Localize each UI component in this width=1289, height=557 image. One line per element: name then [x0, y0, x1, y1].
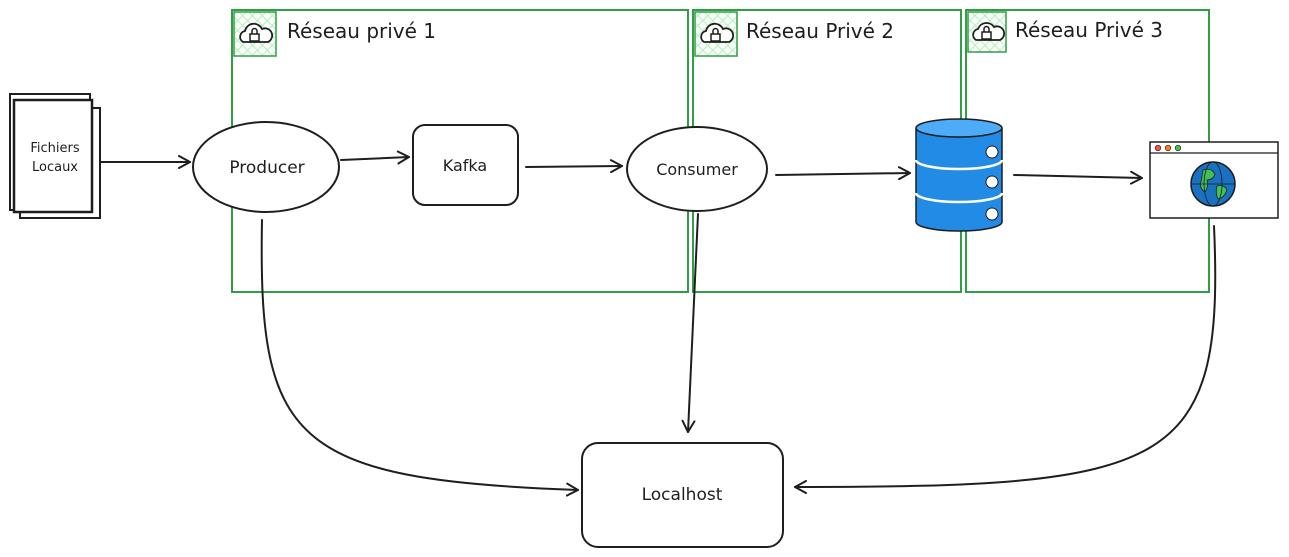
arrow-producer-to-kafka: [340, 150, 410, 165]
local-files-node: Fichiers Locaux: [9, 93, 101, 219]
arrow-consumer-to-localhost: [681, 213, 699, 433]
web-browser-globe-icon: [1149, 141, 1279, 219]
network-1-label: Réseau privé 1: [287, 19, 436, 43]
arrow-producer-to-localhost: [260, 219, 579, 497]
consumer-node: Consumer: [626, 126, 768, 212]
localhost-label: Localhost: [642, 485, 723, 505]
producer-label: Producer: [229, 158, 304, 178]
network-zone-1: Réseau privé 1: [231, 9, 689, 293]
kafka-node: Kafka: [412, 124, 519, 206]
network-2-label: Réseau Privé 2: [746, 19, 894, 43]
producer-node: Producer: [192, 121, 340, 213]
local-files-label-line2: Locaux: [32, 160, 78, 175]
local-files-label-line1: Fichiers: [30, 141, 79, 156]
arrow-browser-to-localhost: [794, 225, 1217, 494]
arrow-consumer-to-database: [775, 166, 911, 181]
connections: [100, 150, 1217, 497]
database-icon: [914, 118, 1004, 232]
cloud-lock-icon: [233, 11, 277, 57]
network-zone-3: Réseau Privé 3: [965, 9, 1210, 293]
localhost-node: Localhost: [581, 442, 784, 548]
kafka-label: Kafka: [443, 156, 487, 175]
consumer-label: Consumer: [656, 160, 738, 179]
cloud-lock-icon: [694, 11, 738, 57]
arrow-database-to-browser: [1013, 170, 1143, 185]
network-3-label: Réseau Privé 3: [1015, 18, 1163, 42]
cloud-lock-icon: [967, 11, 1007, 53]
arrow-kafka-to-consumer: [525, 159, 623, 174]
